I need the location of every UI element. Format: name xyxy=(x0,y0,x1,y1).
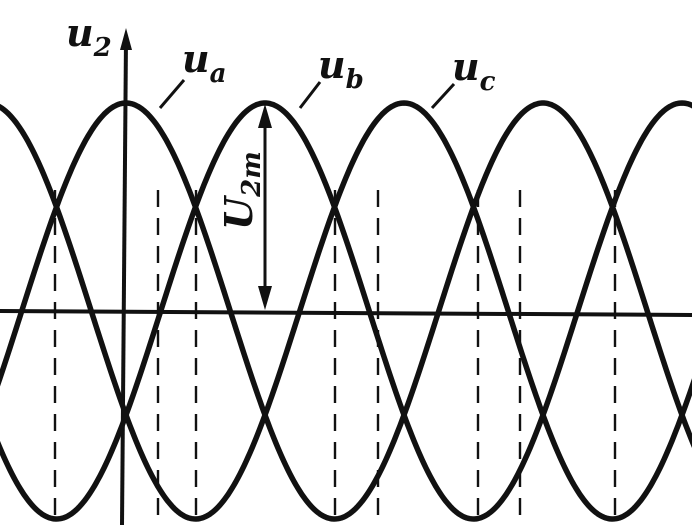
phase-a-label: ua xyxy=(182,36,227,89)
phase-b-label: ub xyxy=(318,42,364,95)
time-axis xyxy=(0,309,692,317)
voltage-axis xyxy=(120,37,128,525)
phase-b-leader xyxy=(298,81,322,109)
phase-c-label: uc xyxy=(452,44,496,97)
phase-c-leader xyxy=(430,82,456,110)
voltage-axis-label: u2 xyxy=(66,10,112,63)
amplitude-marker xyxy=(258,104,272,310)
phase-a-leader xyxy=(158,79,186,109)
voltage-axis-arrowhead xyxy=(120,28,132,50)
phase-b-curve xyxy=(0,100,692,522)
projection-lines xyxy=(53,190,617,525)
phase-a-curve xyxy=(0,100,692,522)
amplitude-label: U2m xyxy=(216,151,267,230)
phase-c-curve xyxy=(0,100,692,522)
